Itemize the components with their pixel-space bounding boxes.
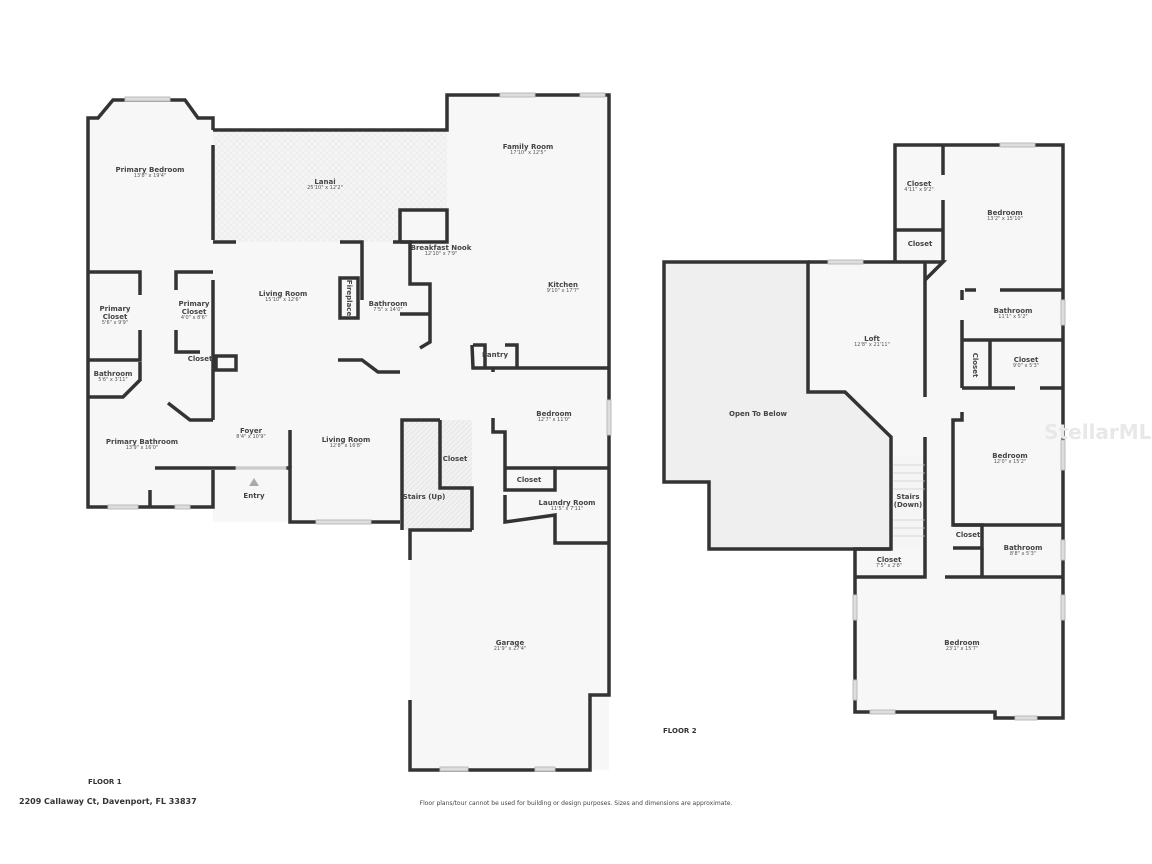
pantry: Pantry bbox=[481, 350, 509, 359]
floor1-walls bbox=[86, 93, 611, 772]
entry-arrow-icon bbox=[249, 478, 259, 486]
closet-f2-vertical: Closet bbox=[971, 352, 980, 378]
closet-primary-hall: Closet bbox=[187, 354, 213, 363]
stairs-down: Stairs (Down) bbox=[893, 492, 923, 509]
floor1-windows bbox=[107, 92, 612, 772]
closet-stairs: Closet bbox=[442, 454, 468, 463]
fireplace: Fireplace bbox=[345, 279, 354, 317]
open-to-below: Open To Below bbox=[729, 409, 787, 418]
stairs-down-treads bbox=[893, 464, 925, 537]
floor2-windows bbox=[827, 142, 1066, 721]
closet-f2-upper: Closet bbox=[907, 239, 933, 248]
floor2-fills bbox=[664, 145, 1063, 718]
closet-f2-small: Closet bbox=[955, 530, 981, 539]
address: 2209 Callaway Ct, Davenport, FL 33837 bbox=[19, 797, 197, 806]
disclaimer: Floor plans/tour cannot be used for buil… bbox=[419, 800, 733, 807]
closet-bedroom: Closet bbox=[516, 475, 542, 484]
watermark-logo: StellarMLS bbox=[1044, 420, 1152, 444]
floor1-label: FLOOR 1 bbox=[88, 778, 122, 786]
stairs-up: Stairs (Up) bbox=[402, 492, 446, 501]
floor1-fills bbox=[88, 95, 609, 770]
floor2-label: FLOOR 2 bbox=[663, 727, 697, 735]
entry-label: Entry bbox=[243, 491, 265, 500]
